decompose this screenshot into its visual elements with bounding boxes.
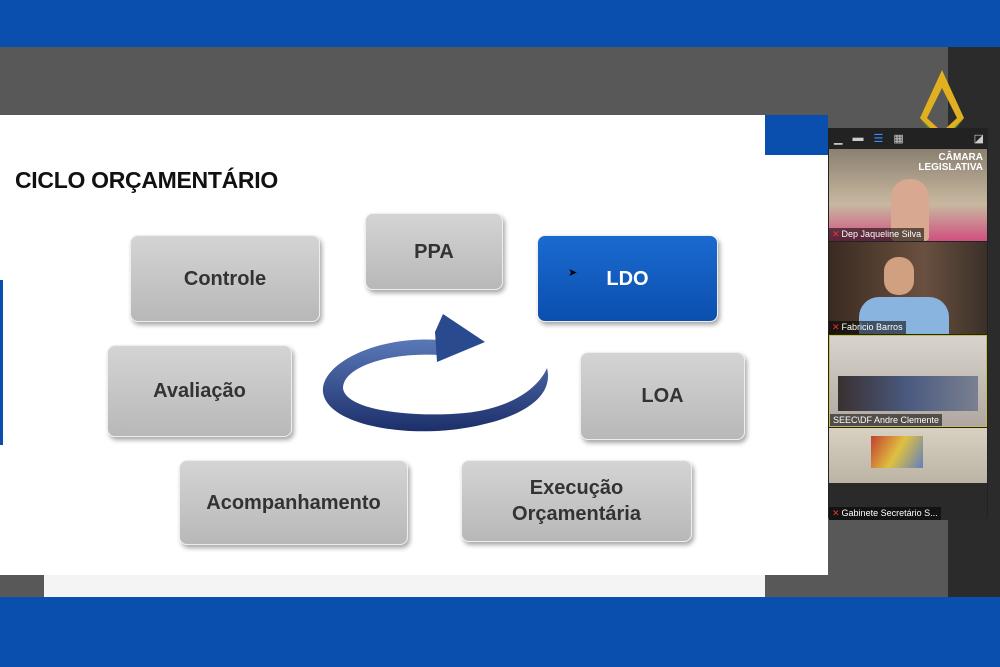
- box-execucao-line2: Orçamentária: [512, 503, 641, 525]
- wall-painting: [871, 436, 923, 468]
- participant-name-text: Fabricio Barros: [841, 322, 903, 332]
- top-banner: [0, 0, 1000, 47]
- slide-bottom-strip: [44, 575, 765, 597]
- box-ldo: LDO: [537, 235, 718, 322]
- box-controle: Controle: [130, 235, 320, 322]
- camara-legislativa-logo: [920, 70, 964, 143]
- window-icon[interactable]: ▬: [852, 132, 864, 144]
- box-execucao: Execução Orçamentária: [461, 460, 692, 542]
- participant-name-text: Gabinete Secretário S...: [841, 508, 938, 518]
- participant-name: ✕Dep Jaqueline Silva: [829, 228, 925, 241]
- box-avaliacao: Avaliação: [107, 345, 292, 437]
- participant-name-text: Dep Jaqueline Silva: [841, 229, 922, 239]
- box-loa: LOA: [580, 352, 745, 440]
- cycle-arrow-icon: [322, 314, 549, 432]
- participant-name: ✕Gabinete Secretário S...: [829, 507, 941, 520]
- participant-name: SEEC\DF Andre Clemente: [830, 414, 943, 426]
- video-tile[interactable]: ✕Gabinete Secretário S...: [829, 428, 987, 520]
- video-tile[interactable]: SEEC\DF Andre Clemente: [829, 335, 987, 427]
- participant-name-text: SEEC\DF Andre Clemente: [833, 415, 940, 425]
- muted-mic-icon: ✕: [832, 508, 840, 518]
- box-acompanhamento: Acompanhamento: [179, 460, 408, 545]
- video-tile[interactable]: ✕Fabricio Barros: [829, 242, 987, 334]
- box-ppa: PPA: [365, 213, 503, 290]
- bottom-banner: [0, 597, 1000, 667]
- box-execucao-line1: Execução: [529, 477, 624, 499]
- participant-video: [838, 376, 978, 411]
- slide-left-accent: [0, 280, 3, 445]
- mouse-cursor-icon: ➤: [568, 267, 578, 279]
- slide-accent: [765, 115, 828, 155]
- exit-fullscreen-icon[interactable]: ◪: [973, 132, 984, 145]
- gallery-view-icon[interactable]: ▦: [893, 132, 904, 145]
- muted-mic-icon: ✕: [832, 322, 840, 332]
- participant-name: ✕Fabricio Barros: [829, 321, 906, 334]
- participant-video: [884, 257, 914, 295]
- slide-title: CICLO ORÇAMENTÁRIO: [15, 167, 278, 193]
- muted-mic-icon: ✕: [832, 229, 840, 239]
- speaker-view-icon[interactable]: ☰: [873, 132, 884, 145]
- video-toolbar: ▁ ▬ ☰ ▦ ◪: [828, 128, 988, 148]
- minimize-icon[interactable]: ▁: [834, 132, 843, 145]
